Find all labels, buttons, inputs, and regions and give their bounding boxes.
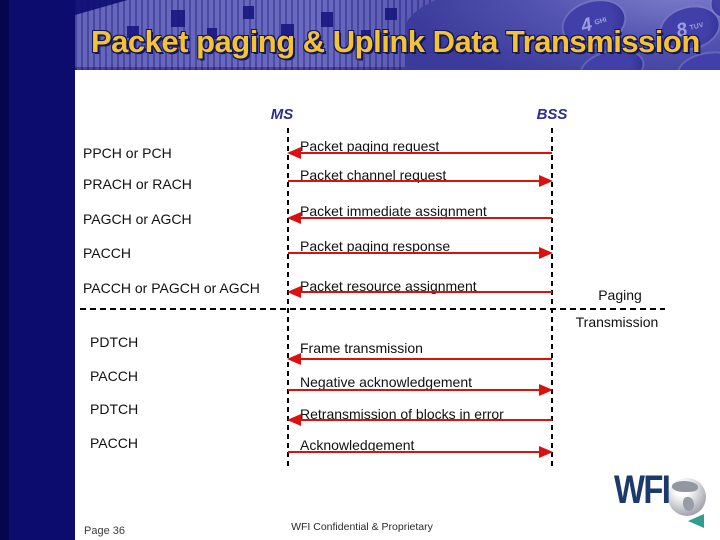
channel-label: PACCH	[90, 435, 138, 451]
wfi-logo-text: WFI	[614, 468, 671, 512]
channel-label: PACCH	[90, 368, 138, 384]
phase-divider-line	[80, 308, 665, 310]
channel-label: PDTCH	[90, 334, 139, 350]
bss-lifeline	[551, 128, 553, 470]
banner-chart-block	[171, 10, 185, 27]
sidebar-bar	[0, 0, 75, 540]
channel-label: PAGCH or AGCH	[83, 211, 192, 227]
globe-land-shape	[672, 481, 698, 492]
arrowhead-icon	[287, 147, 301, 159]
message-arrow	[287, 414, 552, 426]
message-arrow	[287, 212, 552, 224]
globe-land-shape	[683, 497, 694, 511]
message-label: Packet paging request	[300, 138, 440, 154]
arrow-line	[297, 152, 552, 154]
channel-label: PDTCH	[90, 401, 139, 417]
bss-endpoint-label: BSS	[536, 106, 568, 123]
arrowhead-icon	[539, 384, 553, 396]
arrow-line	[297, 358, 552, 360]
message-arrow	[287, 286, 552, 298]
message-arrow	[288, 446, 553, 458]
confidential-notice: WFI Confidential & Proprietary	[291, 521, 433, 533]
message-label: Packet channel request	[300, 167, 447, 183]
wfi-logo: WFI	[610, 468, 718, 536]
ms-endpoint-label: MS	[270, 106, 294, 123]
arrowhead-icon	[287, 353, 301, 365]
message-label: Retransmission of blocks in error	[300, 406, 504, 422]
channel-label: PACCH or PAGCH or AGCH	[83, 280, 260, 296]
message-arrow	[287, 147, 552, 159]
message-label: Acknowledgement	[300, 437, 415, 453]
channel-label: PRACH or RACH	[83, 176, 192, 192]
message-arrow	[288, 175, 553, 187]
message-label: Packet immediate assignment	[300, 203, 487, 219]
banner-chart-block	[243, 6, 254, 19]
phase-label-paging: Paging	[598, 287, 642, 303]
arrowhead-icon	[539, 446, 553, 458]
phase-label-transmission: Transmission	[575, 314, 659, 330]
arrow-line	[297, 291, 552, 293]
logo-teal-arrow-icon	[688, 514, 704, 528]
arrowhead-icon	[287, 212, 301, 224]
banner-chart-block	[207, 28, 217, 39]
arrowhead-icon	[287, 286, 301, 298]
page-number: Page 36	[84, 525, 125, 537]
message-arrow	[288, 384, 553, 396]
banner-chart-block	[281, 24, 294, 36]
banner-chart-block	[127, 26, 139, 38]
banner-chart-block	[385, 8, 397, 20]
title-banner: 4 GHI 8 TUV Packet paging & Uplink Data …	[75, 0, 720, 70]
arrow-line	[288, 389, 543, 391]
arrow-line	[288, 180, 543, 182]
arrow-line	[297, 419, 552, 421]
channel-label: PPCH or PCH	[83, 145, 172, 161]
banner-chart-block	[321, 12, 333, 27]
arrow-line	[297, 217, 552, 219]
arrowhead-icon	[287, 414, 301, 426]
slide-title: Packet paging & Uplink Data Transmission	[91, 24, 700, 59]
message-label: Packet paging response	[300, 238, 451, 254]
banner-chart-block	[361, 30, 371, 40]
globe-icon	[668, 478, 706, 516]
arrowhead-icon	[539, 247, 553, 259]
message-label: Packet resource assignment	[300, 278, 477, 294]
arrow-line	[288, 252, 543, 254]
message-label: Frame transmission	[300, 340, 423, 356]
message-label: Negative acknowledgement	[300, 374, 472, 390]
message-arrow	[288, 247, 553, 259]
channel-label: PACCH	[83, 245, 131, 261]
arrowhead-icon	[539, 175, 553, 187]
arrow-line	[288, 451, 543, 453]
ms-lifeline	[287, 128, 289, 470]
message-arrow	[287, 353, 552, 365]
